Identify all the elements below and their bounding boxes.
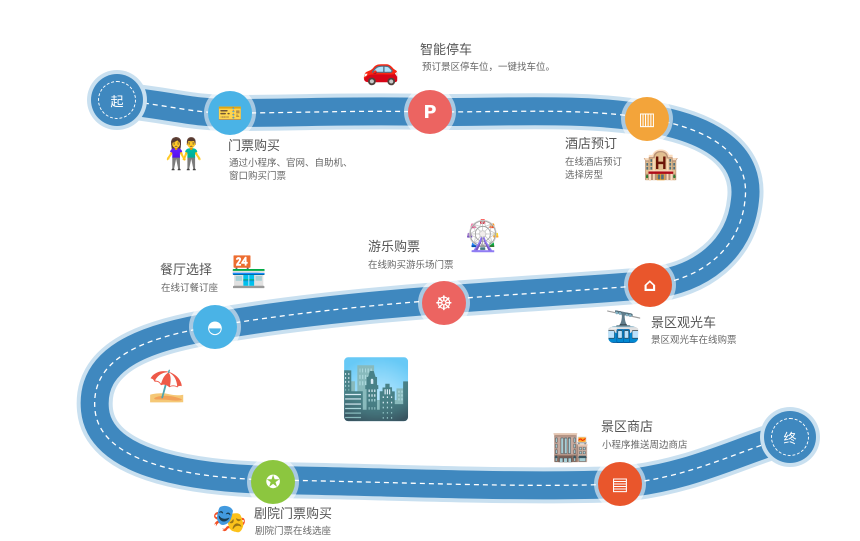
end-marker: 终 [764, 411, 816, 463]
cable-car-icon[interactable]: ⌂ [628, 263, 672, 307]
restaurant-illustration: 🏪 [230, 255, 268, 290]
stop-desc: 通过小程序、官网、自助机、窗口购买门票 [229, 158, 353, 182]
dining-bell-icon[interactable]: ◓ [193, 305, 237, 349]
stop-desc: 在线订餐订座 [161, 283, 219, 294]
ferris-wheel-illustration: 🎡 [464, 219, 502, 254]
stop-title: 游乐购票 [368, 240, 421, 255]
stop-desc: 预订景区停车位，一键找车位。 [422, 62, 556, 73]
stop-title: 餐厅选择 [160, 263, 213, 278]
ticket-icon[interactable]: 🎫 [208, 91, 252, 135]
stop-desc: 在线购买游乐场门票 [368, 260, 454, 271]
stop-title: 智能停车 [420, 43, 473, 58]
theater-illustration: 🎭 [212, 502, 247, 535]
stop-title: 剧院门票购买 [254, 507, 333, 522]
people-illustration: 👫 [165, 137, 203, 172]
start-marker: 起 [91, 74, 143, 126]
theater-icon[interactable]: ✪ [251, 460, 295, 504]
stop-title: 景区商店 [601, 420, 654, 435]
car-illustration: 🚗 [362, 52, 400, 87]
hotel-building-illustration: 🏨 [642, 147, 680, 182]
stop-desc: 小程序推送周边商店 [602, 440, 688, 451]
city-illustration: 🏙️ [340, 355, 413, 423]
stop-title: 景区观光车 [651, 316, 717, 331]
stop-desc: 剧院门票在线选座 [255, 526, 332, 537]
hotel-icon[interactable]: ▥ [625, 97, 669, 141]
stop-desc: 景区观光车在线购票 [651, 335, 737, 346]
stop-title: 酒店预订 [565, 137, 618, 152]
shop-icon[interactable]: ▤ [598, 462, 642, 506]
cable-car-illustration: 🚠 [605, 310, 643, 345]
ferris-wheel-icon[interactable]: ☸ [422, 281, 466, 325]
stop-desc: 在线酒店预订选择房型 [565, 157, 623, 181]
shop-illustration: 🏬 [552, 429, 590, 464]
parking-icon[interactable]: P [408, 90, 452, 134]
picnic-illustration: ⛱️ [148, 369, 186, 404]
stop-title: 门票购买 [228, 139, 281, 154]
